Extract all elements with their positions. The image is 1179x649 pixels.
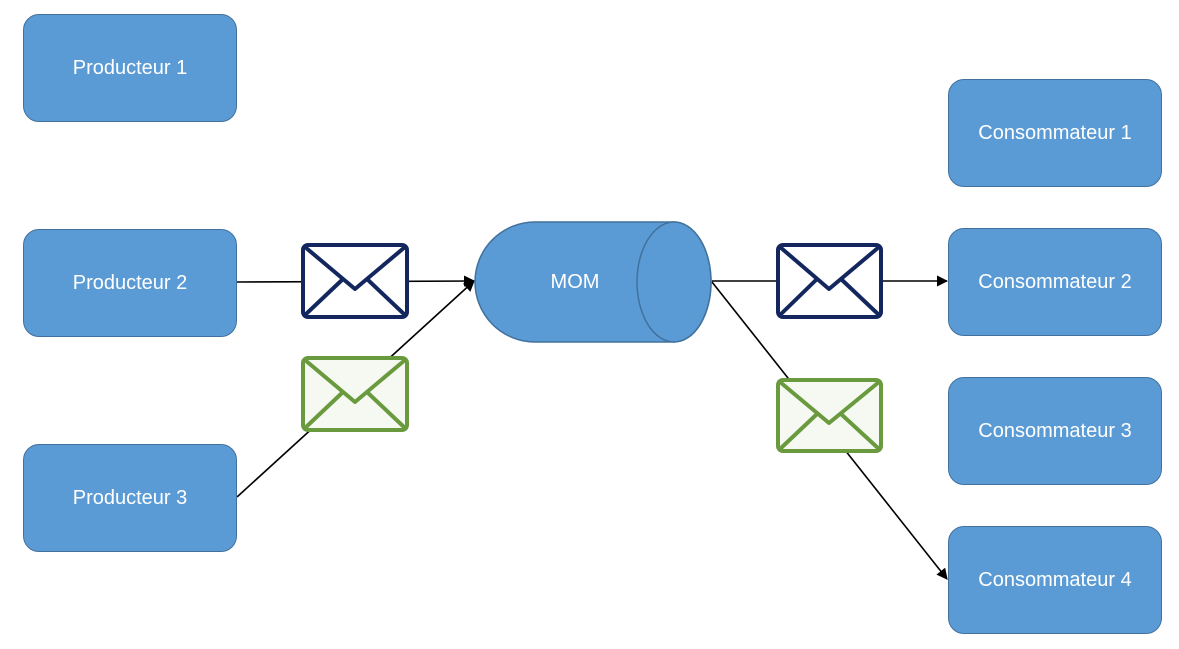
message-green-in-icon — [301, 356, 409, 432]
consumer-4-node: Consommateur 4 — [948, 526, 1162, 634]
message-green-out-icon — [776, 378, 883, 453]
consumer-2-node: Consommateur 2 — [948, 228, 1162, 336]
producer-2-node: Producteur 2 — [23, 229, 237, 337]
consumer-1-node: Consommateur 1 — [948, 79, 1162, 187]
mom-label: MOM — [550, 270, 600, 293]
producer-1-node: Producteur 1 — [23, 14, 237, 122]
mom-queue-cylinder — [474, 221, 712, 343]
producer-3-node: Producteur 3 — [23, 444, 237, 552]
message-blue-out-icon — [776, 243, 883, 319]
message-blue-in-icon — [301, 243, 409, 319]
consumer-3-node: Consommateur 3 — [948, 377, 1162, 485]
